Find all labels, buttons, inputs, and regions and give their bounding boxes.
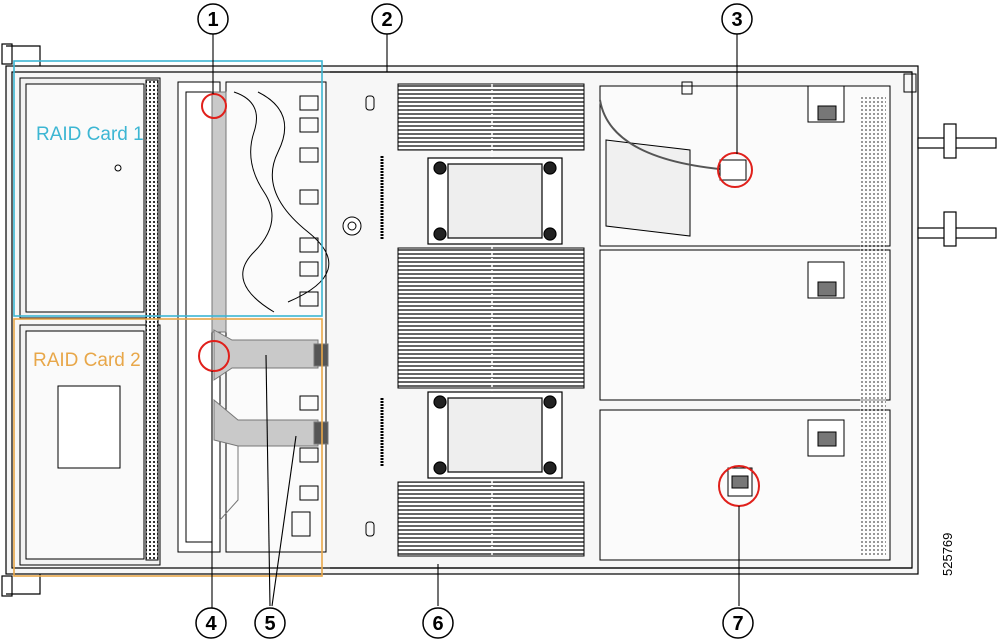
raid-card-2-box [13,318,323,577]
callout-1: 1 [197,3,229,35]
dimm-banks [397,83,585,557]
callout-4-number: 4 [205,613,217,635]
raid-card-2-label: RAID Card 2 [33,350,141,371]
callout-3-number: 3 [731,9,742,31]
cable-area [177,81,384,553]
callout-3: 3 [721,3,753,35]
rear-handles [917,123,997,247]
document-number: 525769 [940,532,955,576]
callout-5-number: 5 [264,613,275,635]
leader-lines [211,34,740,608]
drive-bays [19,77,161,566]
riser-area [599,73,917,561]
callout-1-number: 1 [207,9,218,31]
cpu-sockets [427,157,563,479]
callout-7-number: 7 [732,613,743,635]
callout-7: 7 [722,607,754,639]
raid-card-1-box [13,60,323,317]
callout-2: 2 [371,3,403,35]
raid-card-1-label: RAID Card 1 [36,124,144,145]
callout-6-number: 6 [432,613,443,635]
callout-2-number: 2 [381,9,392,31]
callout-4: 4 [195,607,227,639]
callout-5: 5 [254,607,286,639]
callout-6: 6 [422,607,454,639]
